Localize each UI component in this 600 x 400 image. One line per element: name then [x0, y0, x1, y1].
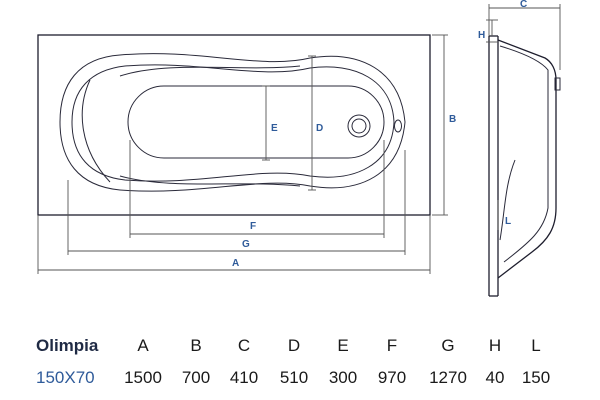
dim-label-d: D: [316, 123, 323, 134]
tub-middle-basin: [71, 64, 395, 182]
table-cell: 40: [485, 368, 505, 387]
drain-outer: [347, 114, 371, 138]
dim-label-g: G: [242, 239, 250, 250]
head-curve: [81, 79, 111, 183]
tub-outer-rim: [37, 34, 431, 216]
side-overflow: [554, 77, 561, 91]
column-header: B: [190, 336, 202, 355]
spec-table-row: 150X70 1500 700 410 510 300 970 1270 40 …: [0, 368, 600, 398]
column-header: G: [441, 336, 455, 355]
armrest-curve-bottom: [119, 175, 301, 187]
spec-table-header: Olimpia A B C D E F G H L: [0, 336, 600, 366]
dim-label-b: B: [449, 114, 456, 125]
table-cell: 700: [181, 368, 211, 387]
column-header: D: [287, 336, 301, 355]
spec-table: Olimpia A B C D E F G H L 150X70 1500 70…: [0, 332, 600, 400]
armrest-curve-top: [119, 65, 301, 77]
overflow: [394, 119, 402, 133]
dim-label-a: A: [232, 258, 239, 269]
drain-inner: [351, 118, 367, 134]
model-name: Olimpia: [36, 336, 99, 355]
bathtub-technical-drawing: E D F G A B C H L: [37, 0, 561, 297]
tub-inner-bottom: [127, 85, 385, 159]
column-header: A: [137, 336, 149, 355]
table-cell: 1500: [124, 368, 162, 387]
dim-label-h: H: [478, 30, 485, 41]
dim-label-f: F: [250, 221, 256, 232]
dim-label-l: L: [505, 216, 511, 227]
column-header: E: [337, 336, 349, 355]
table-cell: 300: [328, 368, 358, 387]
table-cell: 150: [521, 368, 551, 387]
dim-label-c: C: [520, 0, 527, 10]
table-cell: 410: [229, 368, 259, 387]
table-cell: 510: [279, 368, 309, 387]
column-header: C: [237, 336, 251, 355]
model-code: 150X70: [36, 368, 95, 387]
table-cell: 1270: [429, 368, 467, 387]
column-header: H: [488, 336, 502, 355]
side-profile-inner: [499, 45, 549, 263]
dim-label-e: E: [271, 123, 278, 134]
column-header: L: [531, 336, 541, 355]
table-cell: 970: [377, 368, 407, 387]
side-curve: [499, 159, 516, 241]
tub-outer-basin: [59, 53, 406, 192]
column-header: F: [386, 336, 398, 355]
side-profile: [497, 39, 557, 279]
